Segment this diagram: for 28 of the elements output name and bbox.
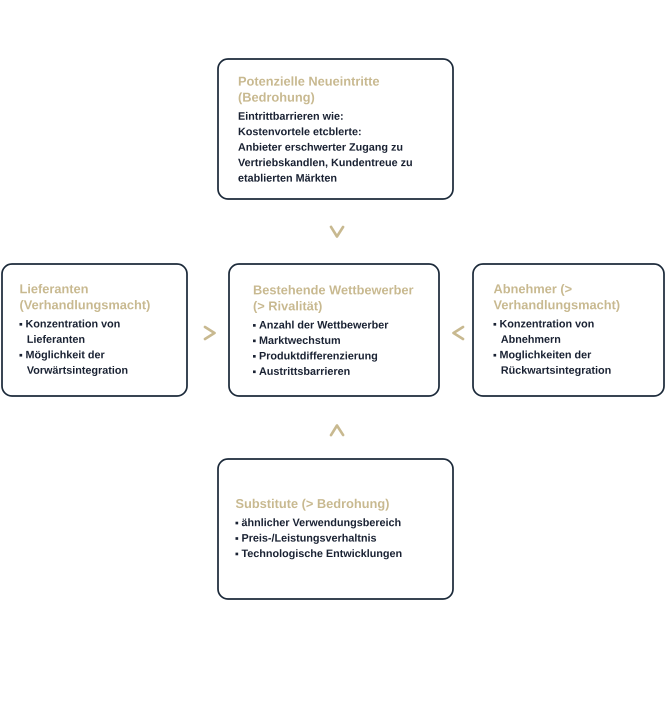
bullet-item: Technologische Entwicklungen (236, 549, 402, 560)
process-box (472, 263, 665, 397)
bullet-item: Konzentration von Lieferanten (20, 320, 120, 343)
bullet-item: Marktwechstum (253, 336, 340, 344)
process-box (217, 458, 454, 600)
bullet-item: Konzentration von Abnehmern (494, 320, 594, 343)
bullet-item: Produktdifferenzierung (253, 352, 378, 362)
body-text: Anbieter erschwerter Zugang zu Vertriebskandlen, Kundentreue zu etablierten Märkten (238, 142, 412, 182)
heading: Potenzielle Neueintritte (Bedrohung) (238, 76, 380, 104)
bullet-item: ähnlicher Verwendungsbereich (236, 518, 400, 528)
chevron-arrow (330, 226, 344, 238)
bullet-item: Moglichkeiten der Rückwartsintegration (494, 350, 611, 376)
heading: Bestehende Wettbewerber (> Rivalität) (254, 285, 414, 313)
bullet-item: Möglichkeit der Vorwärtsintegration (20, 350, 128, 376)
heading: Substitute (> Bedrohung) (236, 498, 389, 511)
bullet-item: Preis-/Leistungsverhaltnis (236, 534, 376, 544)
heading: Abnehmer (> Verhandlungsmacht) (494, 284, 620, 312)
chevron-arrow (452, 326, 464, 340)
bullet-item: Austrittsbarrieren (253, 367, 350, 375)
body-text: Eintrittbarrieren wie: (238, 112, 343, 120)
chevron-arrow (204, 326, 216, 340)
chevron-arrow (330, 424, 344, 436)
bullet-item: Anzahl der Wettbewerber (253, 320, 388, 329)
process-box (228, 263, 440, 397)
heading: Lieferanten (Verhandlungsmacht) (20, 284, 150, 312)
process-box (1, 263, 188, 397)
body-text: Kostenvortele etcblerte: (238, 127, 361, 136)
process-box (217, 58, 454, 200)
